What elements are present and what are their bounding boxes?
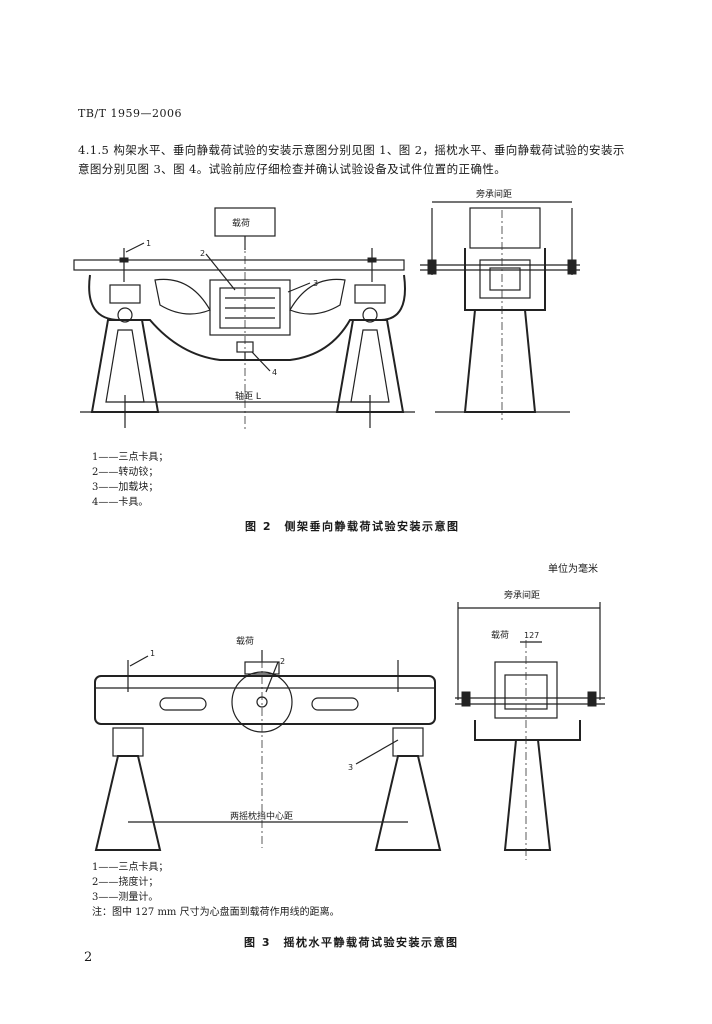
fig2-num-2: 2 (200, 249, 205, 258)
fig3-note: 注：图中 127 mm 尺寸为心盘面到载荷作用线的距离。 (92, 907, 340, 918)
figure-2-caption: 图 2 侧架垂向静载荷试验安装示意图 (245, 520, 460, 533)
figure-2-drawing: 载荷 轴距 L 1 2 3 4 旁承间距 (73, 188, 580, 430)
top-beam (73, 259, 405, 271)
fig3-center-distance-label: 两摇枕挡中心距 (230, 810, 293, 822)
fig3-legend-item: 3——测量计。 (92, 892, 159, 903)
page-number: 2 (84, 950, 93, 965)
bolster-beam (94, 675, 436, 725)
fig2-side-distance-label: 旁承间距 (476, 188, 512, 200)
fig2-legend-item: 1——三点卡具； (92, 452, 169, 463)
figure-3-drawing: 载荷 两摇枕挡中心距 1 2 3 旁承间距 载荷 127 (94, 589, 605, 860)
fig3-unit-label: 单位为毫米 (548, 564, 598, 575)
fig2-wheelbase-label: 轴距 L (235, 390, 261, 402)
fig3-right-support (374, 755, 442, 851)
fig2-load-label: 载荷 (232, 217, 250, 229)
fig3-num-3: 3 (348, 763, 353, 772)
intro-paragraph: 4.1.5 构架水平、垂向静载荷试验的安装示意图分别见图 1、图 2，摇枕水平、… (78, 141, 638, 179)
figure-3-legend: 1——三点卡具； 2——挠度计； 3——测量计。 注：图中 127 mm 尺寸为… (92, 860, 340, 920)
fig2-num-4: 4 (272, 368, 277, 377)
fig2-legend-item: 3——加载块； (92, 482, 159, 493)
fig3-num-2: 2 (280, 657, 285, 666)
fig3-load-label: 载荷 (236, 635, 254, 647)
fig2-legend-item: 4——卡具。 (92, 497, 149, 508)
paragraph-line-2: 意图分别见图 3、图 4。试验前应仔细检查并确认试验设备及试件位置的正确性。 (78, 162, 507, 176)
fig2-num-1: 1 (146, 239, 151, 248)
fig2-legend-item: 2——转动铰； (92, 467, 159, 478)
figure-3-caption: 图 3 摇枕水平静载荷试验安装示意图 (244, 936, 459, 949)
side-frame (88, 274, 406, 361)
figure-2-legend: 1——三点卡具； 2——转动铰； 3——加载块； 4——卡具。 (92, 450, 168, 510)
fig3-side-distance-label: 旁承间距 (504, 589, 540, 601)
fig3-legend-item: 2——挠度计； (92, 877, 159, 888)
fig3-dim-127: 127 (524, 631, 539, 640)
document-code: TB/T 1959—2006 (78, 107, 182, 120)
fig3-num-1: 1 (150, 649, 155, 658)
fig3-load-right-label: 载荷 (491, 629, 509, 641)
fig2-num-3: 3 (313, 279, 318, 288)
paragraph-line-1: 4.1.5 构架水平、垂向静载荷试验的安装示意图分别见图 1、图 2，摇枕水平、… (78, 143, 625, 157)
fig3-legend-item: 1——三点卡具； (92, 862, 169, 873)
fig3-left-support (94, 755, 162, 851)
